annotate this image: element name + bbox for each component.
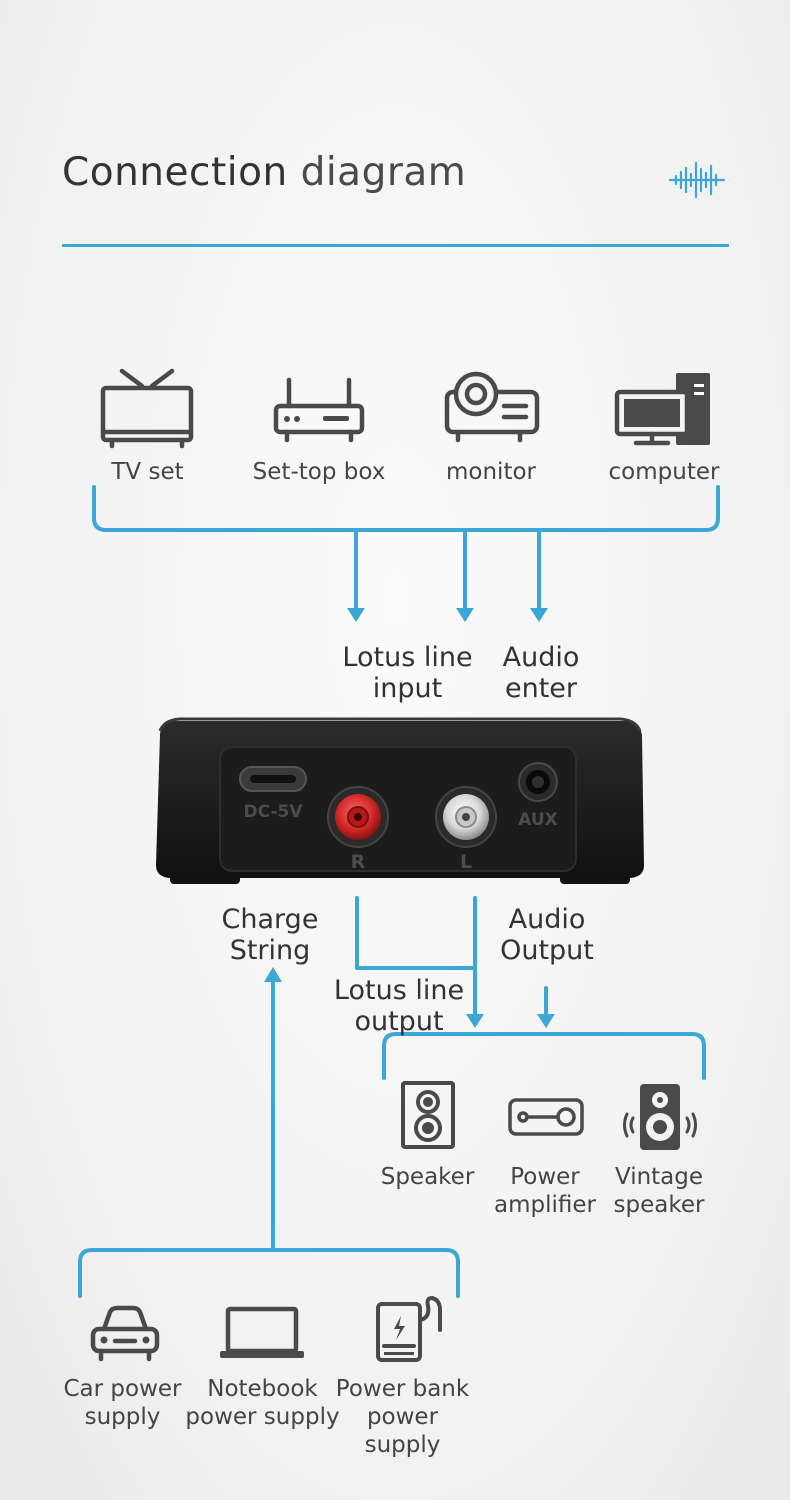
title-rule xyxy=(62,244,729,247)
receiver-device xyxy=(156,717,644,884)
power-label-car: Car power supply xyxy=(63,1376,182,1430)
vintage-speaker-icon xyxy=(623,1084,697,1150)
sound-wave-icon xyxy=(668,161,726,199)
tv-icon xyxy=(100,368,194,449)
audio-enter-label: Audio enter xyxy=(502,642,580,704)
car-icon xyxy=(90,1305,160,1362)
title-part1: Connection xyxy=(62,150,288,195)
power-label-notebook: Notebook power supply xyxy=(185,1376,340,1430)
source-label-settop: Set-top box xyxy=(252,459,386,485)
audio-output-label: Audio Output xyxy=(500,904,594,966)
dc-port-label: DC-5V xyxy=(243,802,303,822)
speaker-icon xyxy=(401,1081,455,1149)
router-icon xyxy=(273,377,365,443)
charge-string-label: Charge String xyxy=(221,904,319,966)
source-label-tv: TV set xyxy=(111,459,184,485)
lotus-line-output-label: Lotus line output xyxy=(333,975,465,1037)
lotus-line-input-label: Lotus line input xyxy=(342,642,473,704)
projector-icon xyxy=(444,371,540,443)
laptop-icon xyxy=(220,1306,304,1358)
aux-port-label: AUX xyxy=(518,810,558,830)
source-label-monitor: monitor xyxy=(446,459,536,485)
l-jack-label: L xyxy=(459,851,473,873)
title-part2: diagram xyxy=(300,150,467,195)
power-bank-icon xyxy=(376,1296,442,1362)
power-label-bank: Power bank power supply xyxy=(335,1376,470,1458)
page-title: Connection diagram xyxy=(62,150,466,195)
output-label-amplifier: Power amplifier xyxy=(494,1164,596,1218)
source-label-computer: computer xyxy=(608,459,720,485)
output-label-speaker: Speaker xyxy=(380,1164,475,1190)
output-label-vintage: Vintage speaker xyxy=(613,1164,705,1218)
amplifier-icon xyxy=(508,1098,584,1136)
computer-icon xyxy=(614,373,710,446)
r-jack-label: R xyxy=(350,851,366,873)
